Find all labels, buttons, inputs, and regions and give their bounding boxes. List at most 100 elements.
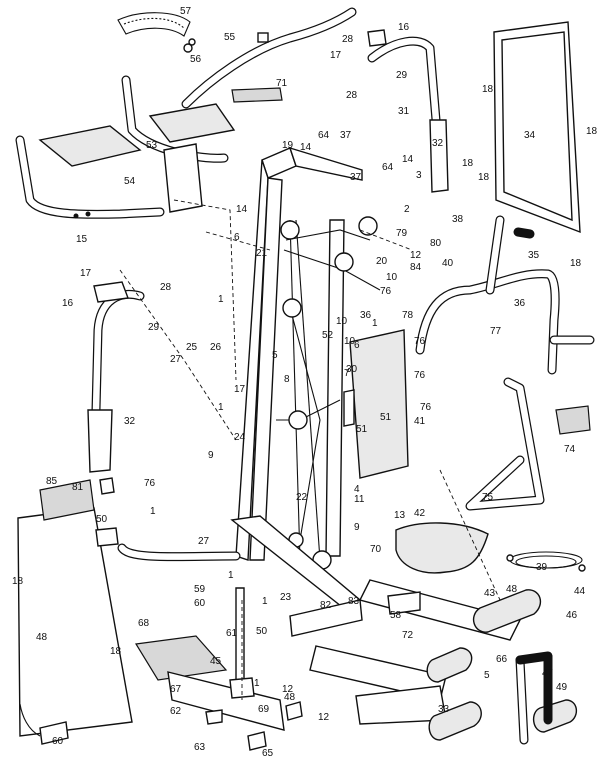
callout-12: 12 [410, 250, 422, 261]
callout-64: 64 [0, 0, 12, 3]
chest-press-arms [415, 215, 595, 375]
callout-54: 54 [124, 176, 136, 187]
callout-33: 33 [438, 704, 450, 715]
callout-68: 68 [138, 618, 150, 629]
callout-52: 52 [322, 330, 334, 341]
callout-18: 18 [12, 576, 24, 587]
callout-76: 76 [420, 402, 432, 413]
callout-76: 76 [144, 478, 156, 489]
callout-66: 66 [496, 654, 508, 665]
callout-76: 76 [414, 370, 426, 381]
callout-58: 58 [390, 610, 402, 621]
callout-17: 17 [80, 268, 92, 279]
callout-50: 50 [96, 514, 108, 525]
callout-14: 14 [300, 142, 312, 153]
callout-26: 26 [210, 342, 222, 353]
callout-72: 72 [402, 630, 414, 641]
callout-16: 16 [62, 298, 74, 309]
back-pad [343, 329, 409, 479]
callout-29: 29 [396, 70, 408, 81]
callout-32: 32 [124, 416, 136, 427]
callout-32: 32 [432, 138, 444, 149]
callout-65: 65 [262, 748, 274, 759]
callout-13: 13 [394, 510, 406, 521]
callout-1: 1 [150, 506, 156, 517]
side-panel-34 [493, 21, 581, 234]
callout-1: 1 [218, 294, 224, 305]
callout-10: 10 [336, 316, 348, 327]
callout-51: 51 [380, 412, 392, 423]
callout-28: 28 [346, 90, 358, 101]
callout-56: 56 [190, 54, 202, 65]
callout-17: 17 [330, 50, 342, 61]
callout-36: 36 [360, 310, 372, 321]
callout-28: 28 [160, 282, 172, 293]
callout-60: 60 [194, 598, 206, 609]
leg-frame-47 [515, 651, 553, 745]
callout-22: 22 [296, 492, 308, 503]
callout-23: 23 [280, 592, 292, 603]
callout-18: 18 [570, 258, 582, 269]
callout-38: 38 [452, 214, 464, 225]
callout-82: 82 [320, 600, 332, 611]
callout-1: 1 [228, 570, 234, 581]
callout-35: 35 [528, 250, 540, 261]
callout-10: 10 [386, 272, 398, 283]
callout-2: 2 [404, 204, 410, 215]
callout-28: 28 [342, 34, 354, 45]
handle-bar-71 [231, 87, 283, 103]
callout-67: 67 [170, 684, 182, 695]
callout-27: 27 [198, 536, 210, 547]
callout-37: 37 [350, 172, 362, 183]
callout-19: 19 [282, 140, 294, 151]
callout-12: 12 [318, 712, 330, 723]
callout-64: 64 [318, 130, 330, 141]
callout-27: 27 [170, 354, 182, 365]
callout-47: 47 [542, 668, 554, 679]
callout-30: 30 [346, 364, 358, 375]
callout-83: 83 [348, 596, 360, 607]
leg-curl-frame [465, 377, 591, 511]
callout-31: 31 [398, 106, 410, 117]
callout-43: 43 [484, 588, 496, 599]
callout-70: 70 [370, 544, 382, 555]
callout-85: 85 [46, 476, 58, 487]
callout-69: 69 [258, 704, 270, 715]
cable-coil [506, 551, 586, 572]
callout-8: 8 [284, 374, 290, 385]
callout-1: 1 [262, 596, 268, 607]
callout-18: 18 [110, 646, 122, 657]
callout-18: 18 [482, 84, 494, 95]
chain-assembly [117, 12, 196, 53]
callout-77: 77 [490, 326, 502, 337]
callout-5: 5 [272, 350, 278, 361]
callout-34: 34 [524, 130, 536, 141]
callout-64: 64 [382, 162, 394, 173]
callout-81: 81 [72, 482, 84, 493]
callout-12: 12 [282, 684, 294, 695]
callout-6: 6 [234, 232, 240, 243]
callout-42: 42 [414, 508, 426, 519]
main-tower [235, 146, 363, 561]
right-press-arm [367, 29, 449, 193]
callout-4: 4 [354, 484, 360, 495]
callout-61: 61 [226, 628, 238, 639]
callout-16: 16 [398, 22, 410, 33]
callout-15: 15 [76, 234, 88, 245]
callout-39: 39 [536, 562, 548, 573]
callout-60: 60 [52, 736, 64, 747]
callout-49: 49 [556, 682, 568, 693]
callout-5: 5 [484, 670, 490, 681]
callout-24: 24 [234, 432, 246, 443]
callout-44: 44 [574, 586, 586, 597]
callout-40: 40 [442, 258, 454, 269]
callout-18: 18 [478, 172, 490, 183]
callout-80: 80 [430, 238, 442, 249]
callout-75: 75 [482, 492, 494, 503]
callout-59: 59 [194, 584, 206, 595]
callout-9: 9 [354, 522, 360, 533]
callout-62: 62 [170, 706, 182, 717]
callout-3: 3 [416, 170, 422, 181]
callout-25: 25 [186, 342, 198, 353]
